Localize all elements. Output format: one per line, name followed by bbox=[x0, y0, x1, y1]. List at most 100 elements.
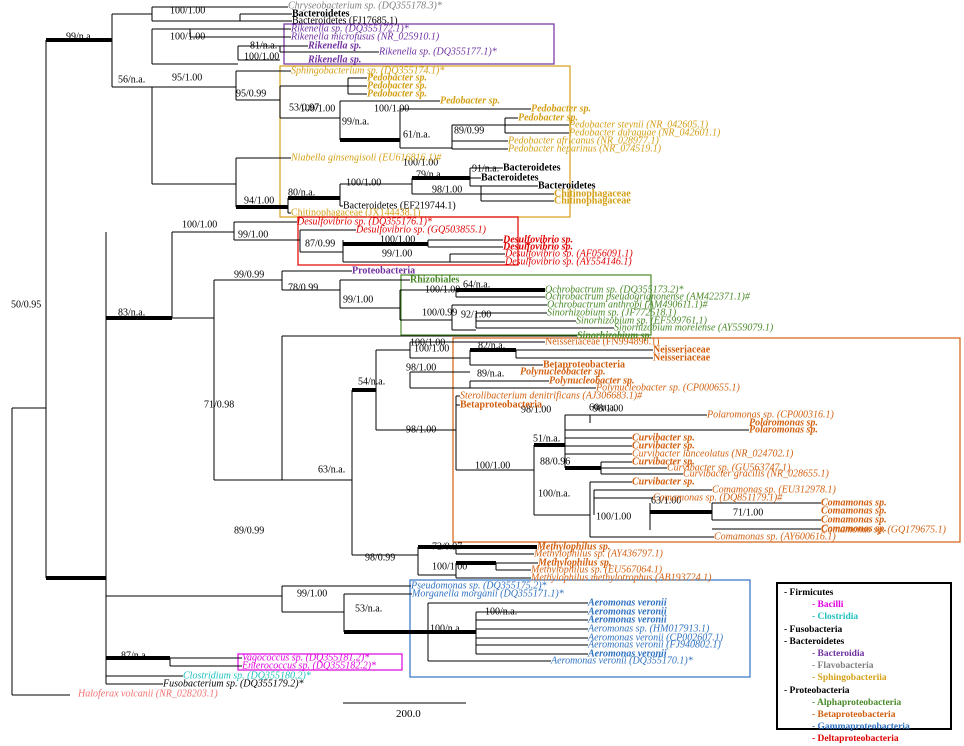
legend-entry: - Gammaproteobacteria bbox=[812, 722, 910, 733]
bootstrap-value: 80/n.a. bbox=[288, 187, 315, 198]
bootstrap-value: 99/n.a. bbox=[66, 31, 93, 42]
taxon-label: Aeromonas veronii bbox=[587, 597, 667, 608]
bootstrap-value: 71/1.00 bbox=[733, 507, 763, 518]
bootstrap-value: 81/n.a. bbox=[250, 40, 277, 51]
bootstrap-value: 87/n.a. bbox=[121, 650, 148, 661]
taxon-label: Pedobacter sp. bbox=[367, 80, 427, 91]
taxon-label: Sphingobacterium sp. (DQ355174.1)* bbox=[291, 65, 444, 76]
bootstrap-value: 100/0.99 bbox=[422, 307, 457, 318]
legend-entry: - Bacteroidetes bbox=[784, 636, 845, 647]
taxon-label: Pedobacter africanus (NR_028977.1) bbox=[507, 135, 659, 146]
taxon-label: Clostridium sp. (DQ355180.2)* bbox=[183, 670, 311, 681]
bootstrap-value: 51/n.a. bbox=[533, 433, 560, 444]
taxon-label: Methylophilus sp. bbox=[537, 557, 611, 568]
taxon-label: Pedobacter sp. bbox=[367, 72, 427, 83]
taxon-label: Comamonas sp. bbox=[821, 505, 887, 516]
taxon-label: Bacteroidetes bbox=[481, 172, 539, 183]
taxon-label: Chitinophagaceae bbox=[554, 188, 631, 199]
clade-boxes bbox=[237, 23, 961, 678]
taxon-label: Methylophilus sp. bbox=[536, 541, 610, 552]
bootstrap-value: 60/n.a. bbox=[589, 402, 616, 413]
bootstrap-value: 53/0.97 bbox=[289, 102, 319, 113]
taxon-label: Curvibacter lanceolatus (NR_024702.1) bbox=[632, 448, 794, 459]
bootstrap-value: 63/n.a. bbox=[318, 464, 345, 475]
bootstrap-value: 95/0.99 bbox=[236, 88, 266, 99]
taxon-label: Comamonas sp. bbox=[821, 497, 887, 508]
taxon-label: Desulfovibrio sp. bbox=[502, 234, 573, 245]
taxon-label: Sinorhizobium morelense (AY559079.1) bbox=[614, 322, 774, 333]
taxon-label: Desulfovibrio sp. (AF056091.1) bbox=[504, 248, 633, 259]
bootstrap-value: 99/1.00 bbox=[297, 588, 327, 599]
taxon-label: Vagococcus sp. (DQ355181.2)* bbox=[242, 652, 369, 663]
legend-entry: - Bacteroidia bbox=[812, 649, 865, 660]
bootstrap-value: 98/1.00 bbox=[593, 403, 623, 414]
bootstrap-value: 64/n.a. bbox=[463, 279, 490, 290]
taxon-label: Aeromonas veronii (DQ355170.1)* bbox=[550, 655, 693, 666]
taxon-label: Bacteroidetes (FJ17685.1) bbox=[292, 15, 398, 26]
bootstrap-value: 100/n.a. bbox=[538, 488, 570, 499]
bootstrap-value: 100/n.a. bbox=[485, 606, 517, 617]
scale-bar-label: 200.0 bbox=[396, 708, 421, 720]
taxon-label: Aeromonas veronii bbox=[587, 614, 667, 625]
taxon-label: Enterococcus sp. (DQ355182.2)* bbox=[241, 660, 376, 671]
bootstrap-value: 100/1.00 bbox=[300, 103, 335, 114]
bootstrap-value: 99/0.99 bbox=[234, 269, 264, 280]
bootstrap-value: 100/1.00 bbox=[244, 51, 279, 62]
taxon-label: Bacteroidetes bbox=[538, 180, 596, 191]
legend-entry: - Sphingobacteriia bbox=[812, 673, 887, 684]
clade-box bbox=[297, 216, 519, 266]
legend-entry: - Flavobacteria bbox=[812, 661, 874, 672]
legend-entry: - Clostridia bbox=[812, 612, 859, 623]
legend-entry: - Alphaproteobacteria bbox=[812, 697, 902, 708]
clade-box bbox=[283, 23, 555, 65]
taxon-label: Curvibacter gracilis (NR_028655.1) bbox=[683, 468, 829, 479]
bootstrap-value: 100/1.00 bbox=[182, 219, 217, 230]
legend-entry: - Bacilli bbox=[812, 600, 844, 611]
taxon-label: Bacteroidetes bbox=[503, 162, 561, 173]
taxon-label: Polaromonas sp. bbox=[749, 417, 818, 428]
bootstrap-value: 50/0.95 bbox=[11, 299, 41, 310]
taxon-label: Desulfovibrio sp. (DQ355176.1)* bbox=[296, 216, 432, 227]
taxon-label: Pseudomonas sp. (DQ355175.2)* bbox=[410, 580, 547, 591]
taxon-label: Pedobacter steynii (NR_042605.1) bbox=[568, 119, 709, 130]
taxon-label: Polynucleobacter sp. bbox=[549, 375, 635, 386]
taxon-label: Aeromonas sp. (HM017913.1) bbox=[587, 623, 710, 634]
taxon-label: Rikenella sp. bbox=[307, 40, 361, 51]
bootstrap-value: 99/1.00 bbox=[382, 248, 412, 259]
taxon-label: Comamonas sp. (DQ851179.1)# bbox=[653, 492, 783, 503]
taxon-label: Rhizobiales bbox=[410, 274, 460, 285]
taxon-label: Desulfovibrio sp. bbox=[502, 241, 573, 252]
legend-entry: - Firmicutes bbox=[784, 588, 834, 598]
taxon-label: Polaromonas sp. (CP000316.1) bbox=[706, 409, 835, 420]
taxon-label: Fusobacterium sp. (DQ355179.2)* bbox=[162, 678, 304, 689]
taxon-label: Bacteroidetes (EF219744.1) bbox=[343, 200, 456, 211]
taxon-label: Polynucleobacter sp. (CP000655.1) bbox=[595, 382, 741, 393]
taxon-label: Pedobacter sp. bbox=[440, 95, 500, 106]
bootstrap-value: 61/n.a. bbox=[403, 129, 430, 140]
bootstrap-value: 98/0.99 bbox=[365, 552, 395, 563]
bootstrap-value: 100/1.00 bbox=[425, 284, 460, 295]
bootstrap-value: 91/n.a. bbox=[472, 163, 499, 174]
taxon-label: Rikenella sp. bbox=[307, 54, 361, 65]
bootstrap-value: 100/1.00 bbox=[432, 561, 467, 572]
bootstrap-value: 99/1.00 bbox=[343, 294, 373, 305]
legend: - Firmicutes- Bacilli- Clostridia- Fusob… bbox=[776, 582, 952, 744]
taxon-label: Methylophilus methylotrophus (AB193724.1… bbox=[530, 572, 712, 583]
taxon-label: Aeromonas veronii (CP002607.1) bbox=[587, 632, 724, 643]
taxon-label: Chitinophagaceae bbox=[554, 195, 631, 206]
bootstrap-value: 87/0.99 bbox=[305, 238, 335, 249]
bootstrap-value: 100/n.a. bbox=[430, 623, 462, 634]
taxon-label: Curvibacter sp. (GU563747.1) bbox=[667, 462, 791, 473]
taxon-label: Proteobacteria bbox=[352, 265, 415, 276]
taxon-label: Chryseobacterium sp. (DQ355178.3)* bbox=[288, 0, 442, 11]
clade-box bbox=[400, 274, 652, 336]
taxon-labels: Chryseobacterium sp. (DQ355178.3)* Bacter… bbox=[77, 0, 947, 699]
bootstrap-value: 98/1.00 bbox=[406, 362, 436, 373]
bootstrap-value: 71/0.98 bbox=[204, 399, 234, 410]
legend-entry: - Deltaproteobacteria bbox=[812, 734, 899, 745]
taxon-label: Rikenella sp. (DQ355177.1)* bbox=[378, 46, 497, 57]
taxon-label: Sterolibacterium denitrificans (AJ306683… bbox=[460, 390, 643, 401]
taxon-label: Chitinophagaceae (JX144438.1) bbox=[291, 207, 420, 218]
taxon-label: Pedobacter sp. bbox=[367, 88, 427, 99]
